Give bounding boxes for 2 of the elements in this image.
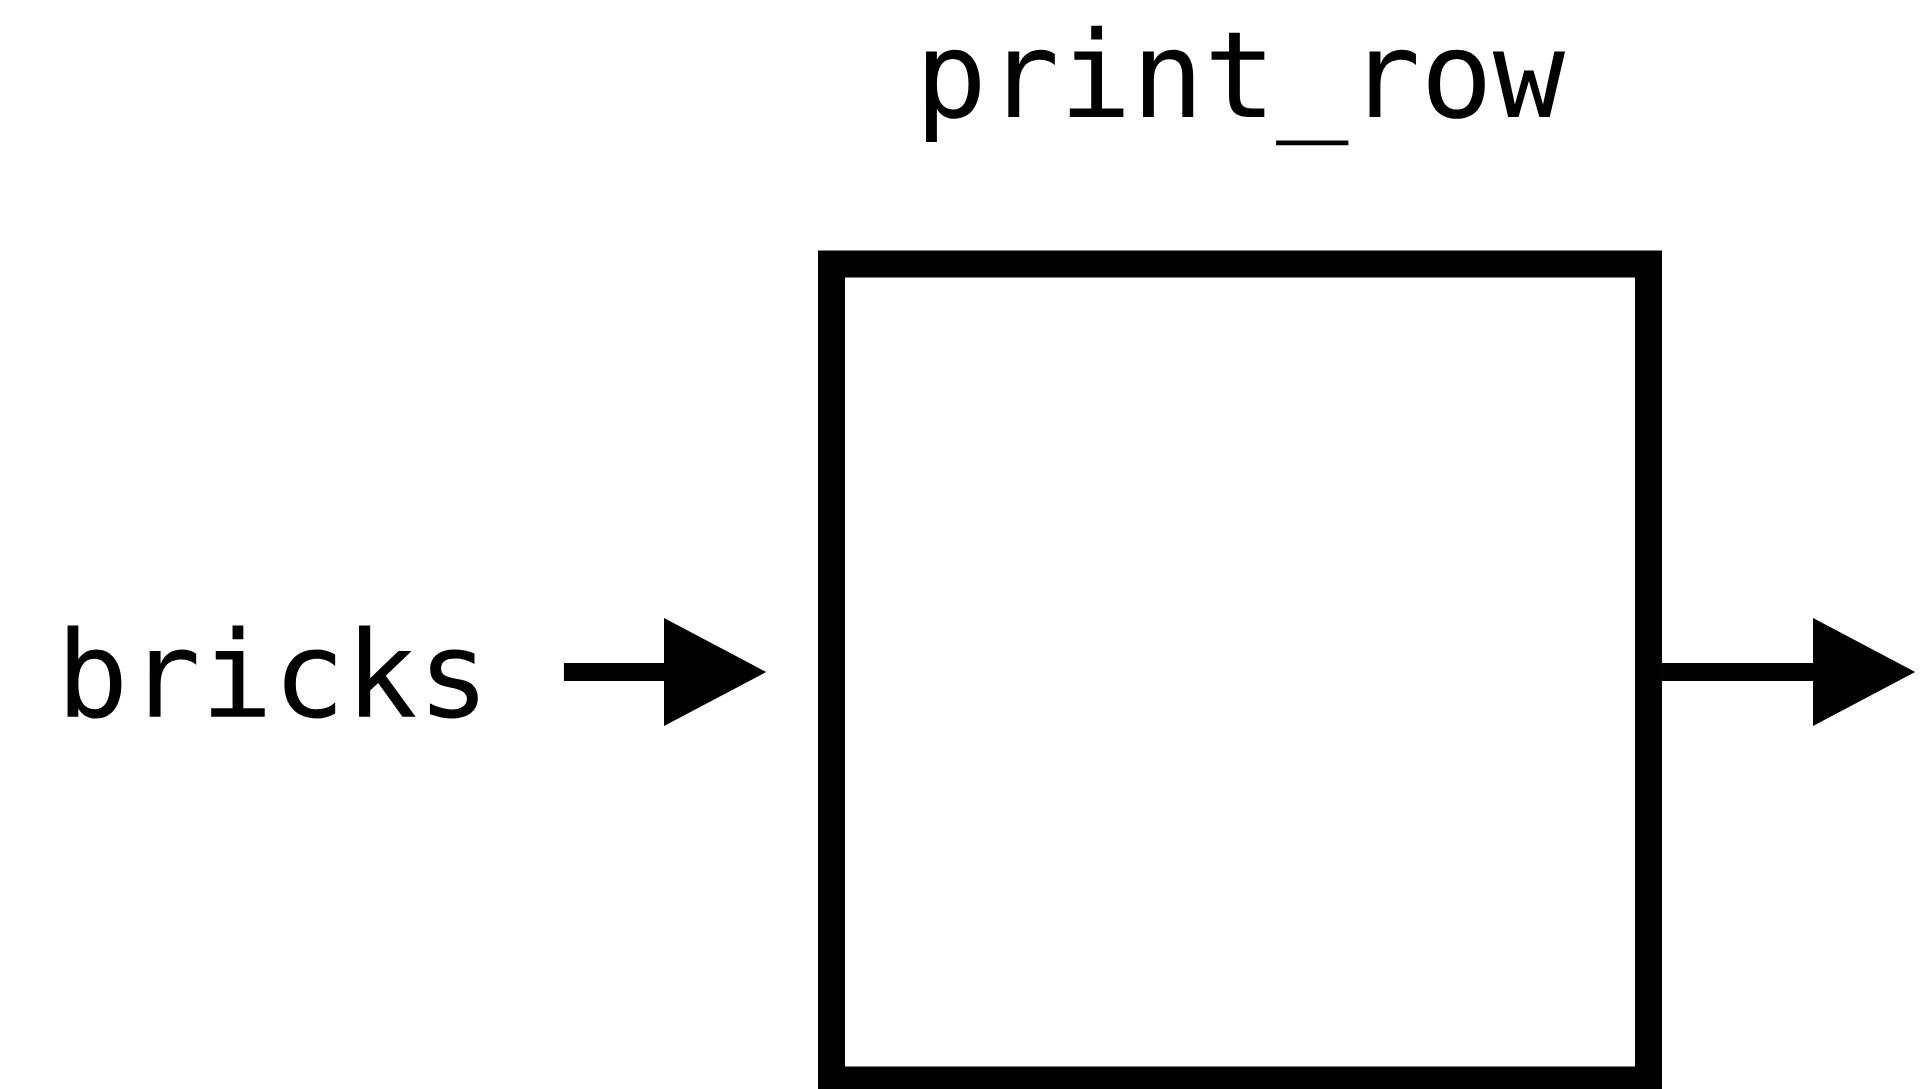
input-label: bricks [67,625,478,719]
box-title: print_row [926,25,1566,146]
